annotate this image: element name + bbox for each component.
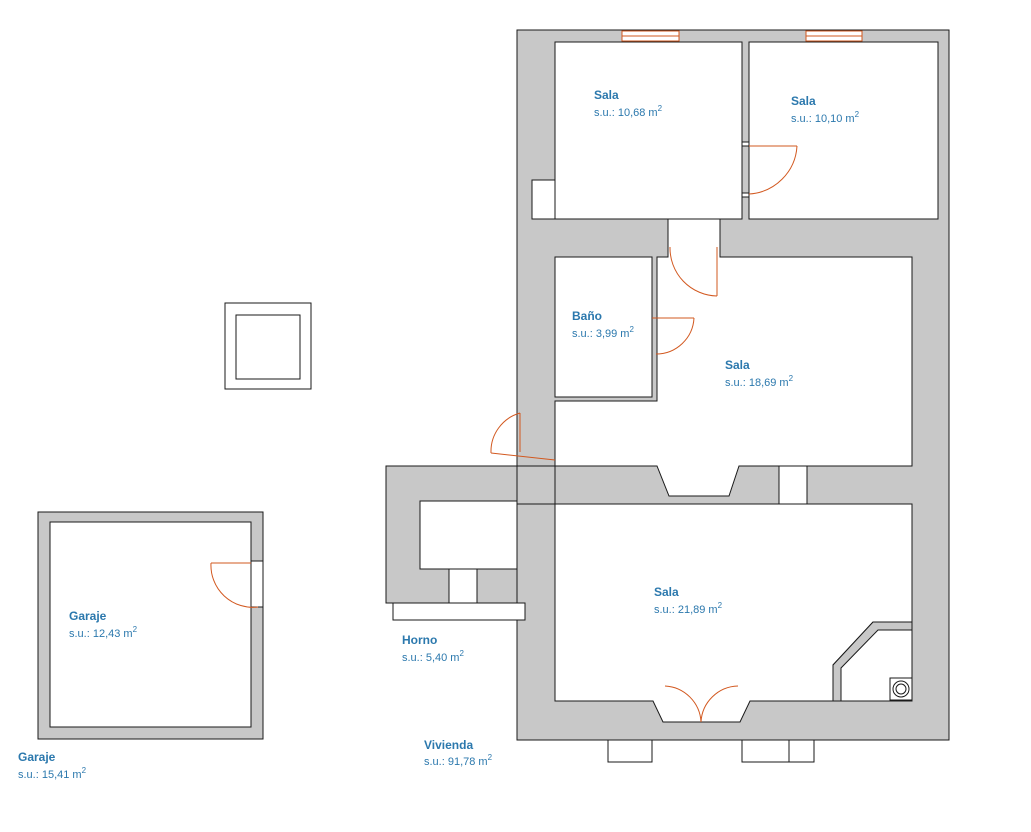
svg-text:Sala: Sala	[725, 358, 750, 372]
step-left	[607, 739, 653, 763]
wall-niche	[531, 179, 556, 220]
svg-text:Sala: Sala	[654, 585, 679, 599]
room-sala-top-right	[748, 41, 939, 220]
well-structure	[224, 302, 312, 390]
svg-text:s.u.: 5,40 m2: s.u.: 5,40 m2	[402, 649, 464, 664]
horno-base	[392, 602, 526, 621]
garaje-building	[37, 511, 264, 740]
opening-right	[778, 465, 808, 505]
svg-text:Baño: Baño	[572, 309, 602, 323]
svg-text:Vivienda: Vivienda	[424, 738, 473, 752]
heater-icon-inner	[895, 683, 907, 695]
windows-top	[621, 30, 863, 42]
svg-text:Garaje: Garaje	[69, 609, 107, 623]
svg-text:Sala: Sala	[791, 94, 816, 108]
label-vivienda-total: Vivienda s.u.: 91,78 m2	[424, 738, 493, 768]
vivienda-walls	[516, 29, 950, 741]
entrance-steps	[607, 739, 815, 763]
label-garaje-room: Garaje s.u.: 12,43 m2	[69, 609, 138, 640]
horno-connector	[516, 465, 556, 505]
label-sala-middle: Sala s.u.: 18,69 m2	[725, 358, 794, 389]
svg-text:s.u.: 21,89 m2: s.u.: 21,89 m2	[654, 601, 723, 616]
svg-text:s.u.: 18,69 m2: s.u.: 18,69 m2	[725, 374, 794, 389]
horno-opening	[448, 568, 478, 604]
heater-icon	[892, 680, 910, 698]
label-garaje-total: Garaje s.u.: 15,41 m2	[18, 750, 87, 781]
horno-annex	[385, 465, 556, 621]
horno-chamber	[419, 500, 518, 570]
svg-text:s.u.: 15,41 m2: s.u.: 15,41 m2	[18, 766, 87, 781]
label-sala-bottom: Sala s.u.: 21,89 m2	[654, 585, 723, 616]
room-sala-middle	[554, 218, 913, 497]
label-horno: Horno s.u.: 5,40 m2	[402, 633, 464, 664]
room-bano	[554, 256, 653, 398]
label-bano: Baño s.u.: 3,99 m2	[572, 309, 634, 340]
well-inner	[235, 314, 301, 380]
label-sala-top-left: Sala s.u.: 10,68 m2	[594, 88, 663, 119]
svg-text:s.u.: 10,10 m2: s.u.: 10,10 m2	[791, 110, 860, 125]
svg-text:s.u.: 10,68 m2: s.u.: 10,68 m2	[594, 104, 663, 119]
room-sala-bottom	[554, 503, 913, 723]
svg-text:s.u.: 91,78 m2: s.u.: 91,78 m2	[424, 753, 493, 768]
svg-text:Horno: Horno	[402, 633, 437, 647]
svg-text:s.u.: 3,99 m2: s.u.: 3,99 m2	[572, 325, 634, 340]
step-right	[741, 739, 815, 763]
svg-text:Garaje: Garaje	[18, 750, 56, 764]
room-garaje	[49, 521, 252, 728]
svg-text:Sala: Sala	[594, 88, 619, 102]
svg-text:s.u.: 12,43 m2: s.u.: 12,43 m2	[69, 625, 138, 640]
label-sala-top-right: Sala s.u.: 10,10 m2	[791, 94, 860, 125]
room-sala-top-left	[554, 41, 743, 220]
doors-vivienda	[490, 141, 798, 741]
